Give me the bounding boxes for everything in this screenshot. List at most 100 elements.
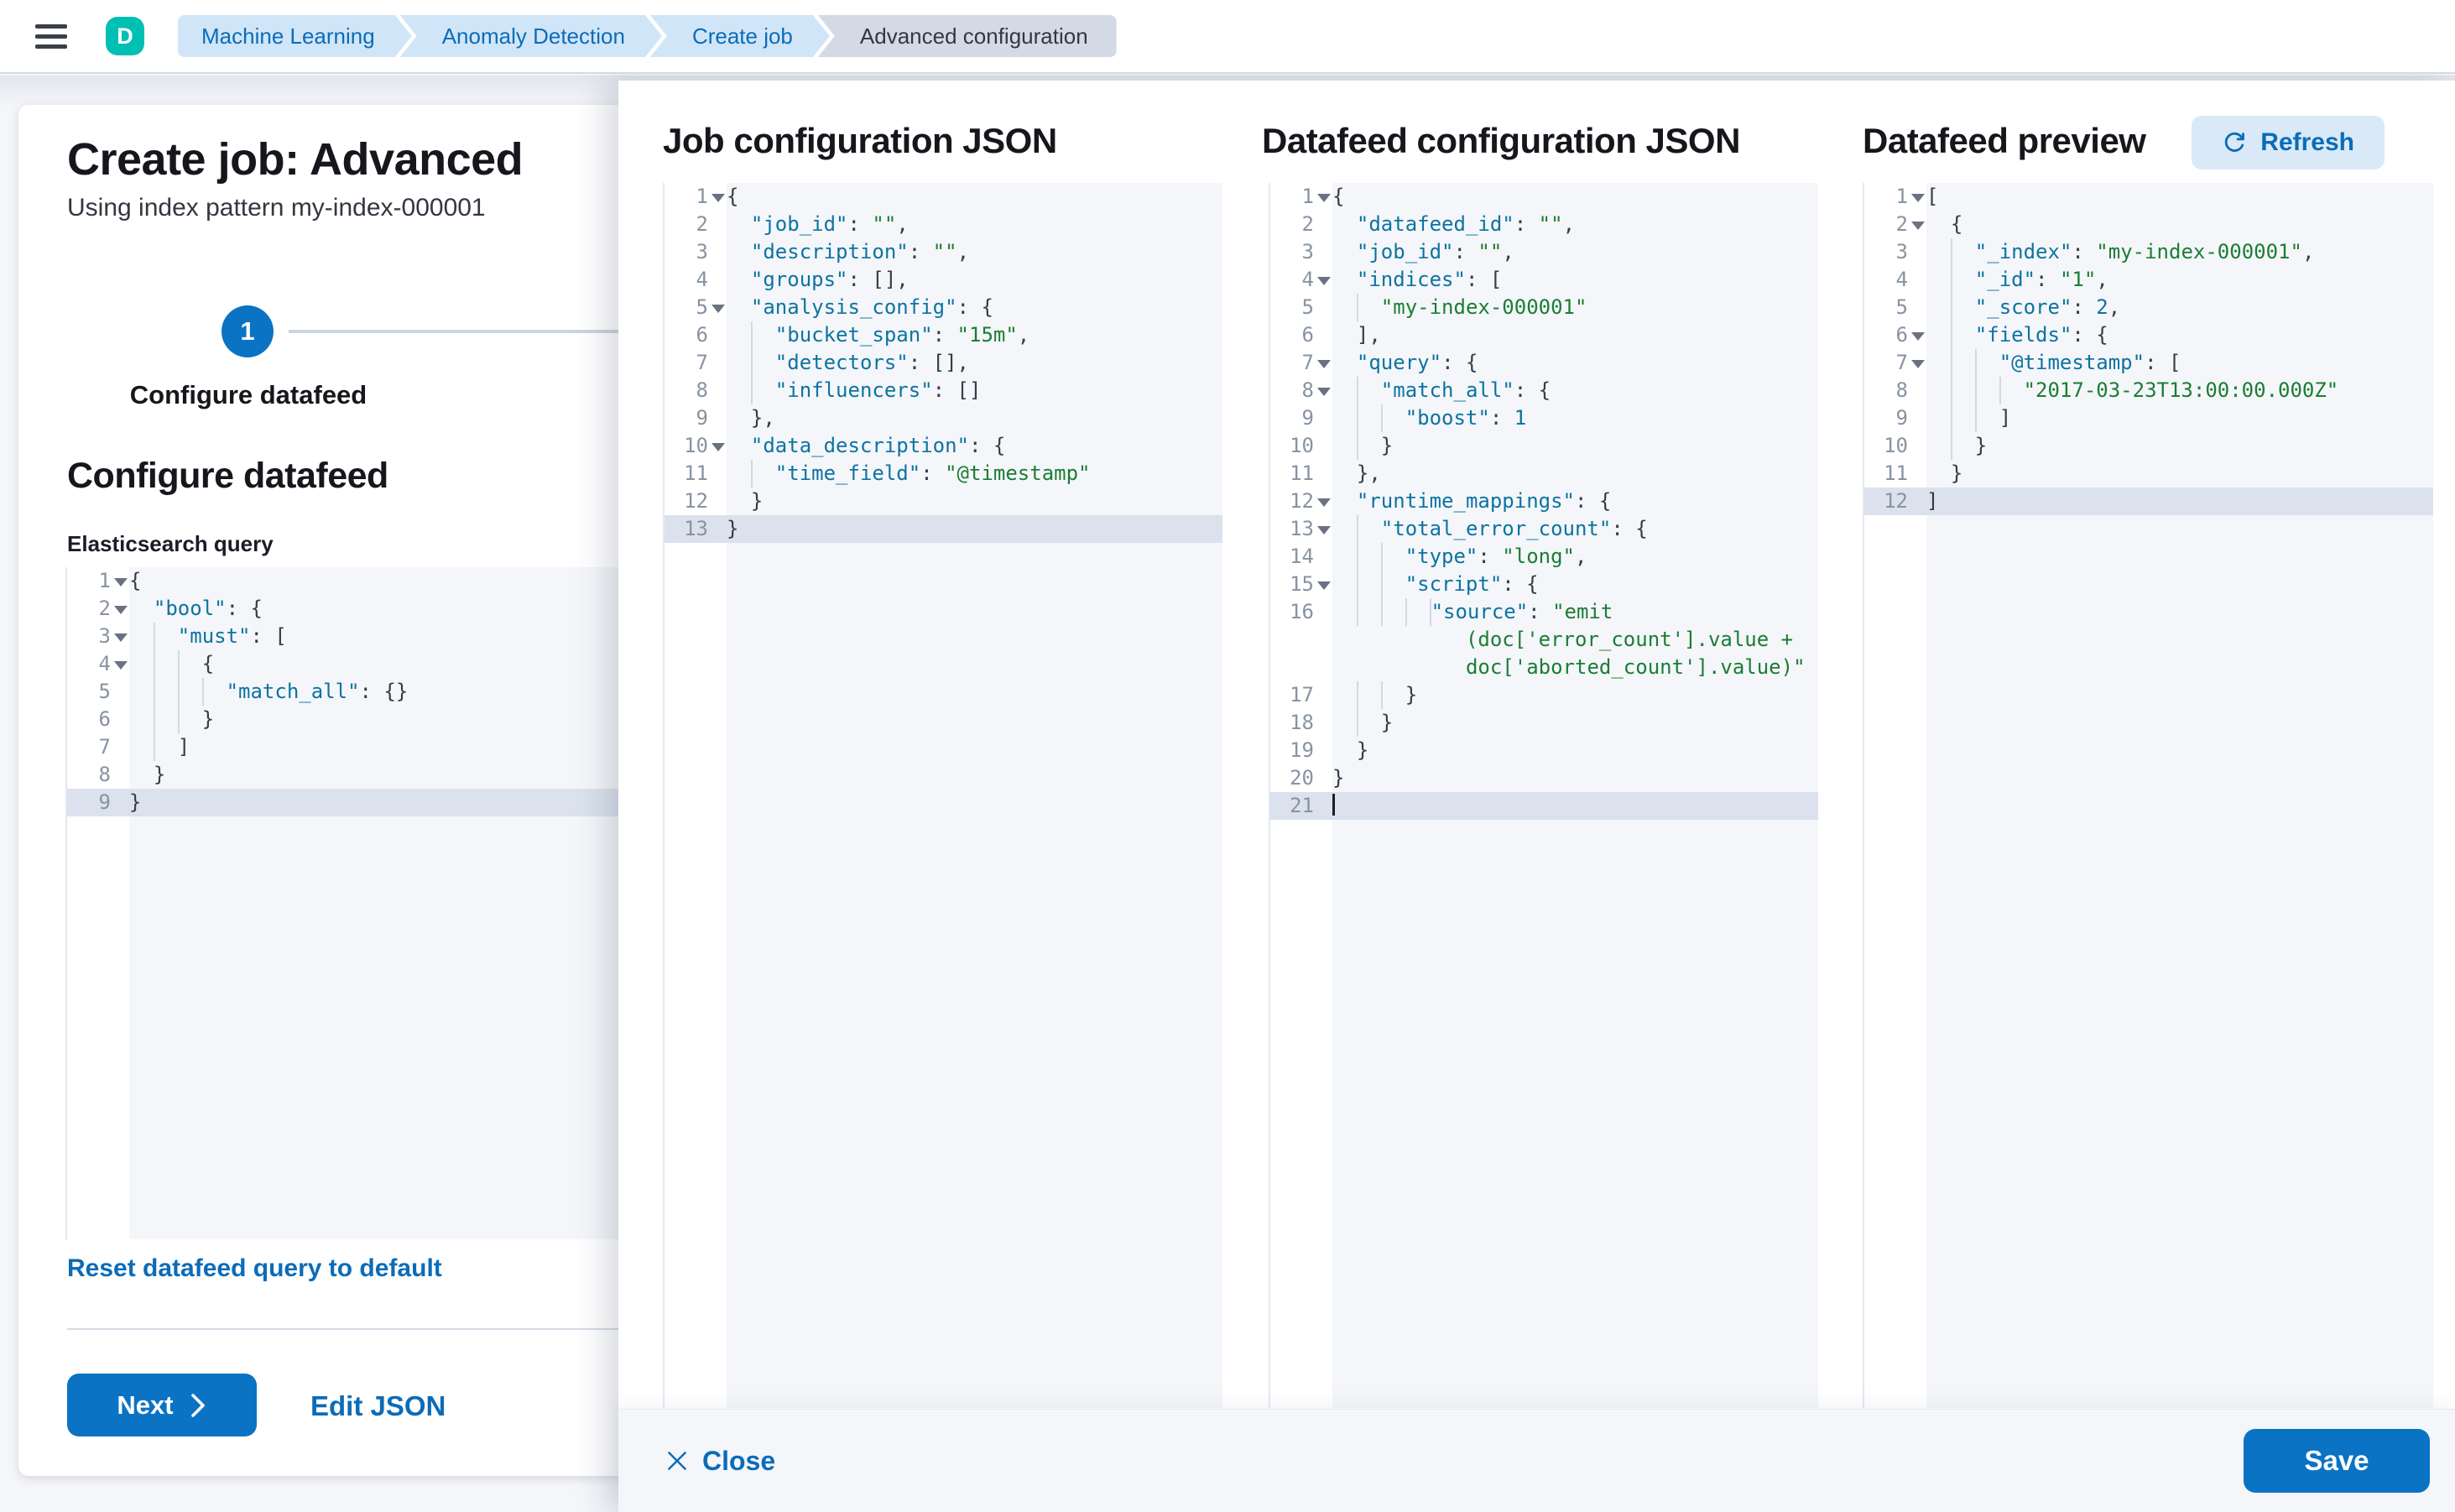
section-heading: Configure datafeed [67, 456, 388, 496]
code-line: 1{ [98, 569, 142, 592]
save-button[interactable]: Save [2244, 1429, 2430, 1493]
text-cursor [1332, 794, 1335, 816]
code-line: 18 } [1270, 709, 1818, 737]
next-button-label: Next [117, 1389, 174, 1420]
editor-background [1926, 183, 2433, 1408]
wizard-step-1[interactable]: 1 [222, 305, 274, 357]
fold-arrow-icon[interactable] [114, 578, 128, 587]
code-line: 17 } [1270, 681, 1818, 709]
code-line: 8 "influencers": [] [665, 377, 1222, 404]
code-line: (doc['error_count'].value + [1465, 628, 1794, 651]
code-line: 4 "_id": "1", [1864, 266, 2433, 294]
code-line: 12 } [684, 489, 764, 513]
fold-arrow-icon[interactable] [1317, 581, 1331, 590]
page-title: Create job: Advanced [67, 134, 524, 185]
code-line: 13 "total_error_count": { [1270, 515, 1818, 543]
breadcrumb-machine-learning[interactable]: Machine Learning [178, 15, 412, 57]
code-line: 11 "time_field": "@timestamp" [665, 460, 1222, 487]
top-navigation-bar: D Machine Learning Anomaly Detection Cre… [0, 0, 2455, 74]
code-line: 10 } [1270, 432, 1818, 460]
code-line: 7 "@timestamp": [ [1864, 349, 2433, 377]
advanced-configuration-flyout: Job configuration JSON Datafeed configur… [618, 81, 2455, 1512]
code-line: 5 "_score": 2, [1864, 294, 2433, 321]
close-button[interactable]: Close [665, 1446, 775, 1477]
fold-arrow-icon[interactable] [1911, 332, 1925, 341]
save-button-label: Save [2304, 1445, 2369, 1476]
fold-arrow-icon[interactable] [1911, 360, 1925, 368]
menu-icon[interactable] [35, 18, 67, 55]
fold-arrow-icon[interactable] [1317, 498, 1331, 507]
fold-arrow-icon[interactable] [711, 305, 725, 313]
fold-arrow-icon[interactable] [711, 443, 725, 451]
job-configuration-editor[interactable]: 1{ 2 "job_id": "", 3 "description": "", 4 "… [663, 183, 1222, 1408]
code-line: 7 ] [67, 733, 943, 761]
code-line: doc['aborted_count'].value)" [1465, 655, 1806, 679]
wizard-step-number: 1 [240, 316, 255, 346]
avatar[interactable]: D [106, 17, 144, 55]
datafeed-configuration-editor[interactable]: 1{2 "datafeed_id": "",3 "job_id": "",4 "… [1269, 183, 1818, 1408]
editor-background [727, 183, 1222, 1408]
fold-arrow-icon[interactable] [1317, 360, 1331, 368]
code-line: 3 "must": [ [67, 623, 943, 650]
code-line: 2 { [1895, 212, 1963, 236]
refresh-icon [2225, 132, 2245, 152]
page-subtitle: Using index pattern my-index-000001 [67, 194, 486, 222]
code-line: 4 { [67, 650, 943, 678]
code-line: 2 "job_id": "", [696, 212, 909, 236]
datafeed-preview-editor[interactable]: 1[2 {3 "_index": "my-index-000001",4 "_i… [1863, 183, 2433, 1408]
fold-arrow-icon[interactable] [114, 633, 128, 642]
code-line: 6 "bucket_span": "15m", [665, 321, 1222, 349]
code-line: 19 } [1290, 738, 1369, 762]
code-line: 1{ [696, 185, 739, 208]
breadcrumb-label: Advanced configuration [859, 23, 1088, 49]
code-line: 11 } [1884, 461, 1963, 485]
breadcrumb-label: Anomaly Detection [441, 23, 625, 49]
next-button[interactable]: Next [67, 1374, 257, 1436]
code-line: 7 "query": { [1301, 351, 1478, 374]
code-line: 11 }, [1290, 461, 1381, 485]
code-line: 10 } [1864, 432, 2433, 460]
fold-arrow-icon[interactable] [711, 194, 725, 202]
wizard-step-label: Configure datafeed [129, 380, 367, 409]
edit-json-link[interactable]: Edit JSON [310, 1390, 446, 1421]
code-line: 14 "type": "long", [1270, 543, 1818, 571]
code-line: 4 "indices": [ [1301, 268, 1503, 291]
refresh-button[interactable]: Refresh [2192, 116, 2385, 169]
code-line: 9 }, [696, 406, 775, 430]
fold-arrow-icon[interactable] [114, 661, 128, 670]
breadcrumb-create-job[interactable]: Create job [650, 15, 830, 57]
code-line: 13} [665, 515, 1222, 543]
fold-arrow-icon[interactable] [1317, 194, 1331, 202]
breadcrumb-anomaly-detection[interactable]: Anomaly Detection [400, 15, 662, 57]
fold-arrow-icon[interactable] [1911, 194, 1925, 202]
datafeed-configuration-title: Datafeed configuration JSON [1262, 121, 1740, 160]
breadcrumb: Machine Learning Anomaly Detection Creat… [178, 15, 1117, 57]
code-line: 1[ [1895, 185, 1939, 208]
code-line: 7 "detectors": [], [665, 349, 1222, 377]
code-line: 16 "source": "emit [1270, 598, 1818, 626]
fold-arrow-icon[interactable] [1317, 277, 1331, 285]
job-configuration-title: Job configuration JSON [663, 121, 1057, 160]
fold-arrow-icon[interactable] [1317, 526, 1331, 534]
code-line: 6 } [67, 706, 943, 733]
divider [67, 1328, 915, 1330]
code-line: 15 "script": { [1270, 571, 1818, 598]
code-line: 20} [1290, 766, 1345, 790]
code-line: 9 ] [1864, 404, 2433, 432]
code-line: 5 "analysis_config": { [696, 295, 993, 319]
elasticsearch-query-label: Elasticsearch query [67, 531, 274, 556]
code-line: 8 } [98, 763, 166, 786]
datafeed-preview-title: Datafeed preview [1863, 121, 2146, 160]
code-line: 8 "2017-03-23T13:00:00.000Z" [1864, 377, 2433, 404]
reset-datafeed-query-link[interactable]: Reset datafeed query to default [67, 1254, 442, 1282]
code-line: 12 "runtime_mappings": { [1290, 489, 1612, 513]
fold-arrow-icon[interactable] [114, 606, 128, 614]
breadcrumb-label: Machine Learning [201, 23, 375, 49]
fold-arrow-icon[interactable] [1911, 222, 1925, 230]
code-line: 1{ [1301, 185, 1345, 208]
fold-arrow-icon[interactable] [1317, 388, 1331, 396]
code-line: 2 "datafeed_id": "", [1301, 212, 1576, 236]
code-line: 4 "groups": [], [696, 268, 909, 291]
refresh-button-label: Refresh [2260, 128, 2354, 156]
code-line: 3 "description": "", [696, 240, 970, 263]
